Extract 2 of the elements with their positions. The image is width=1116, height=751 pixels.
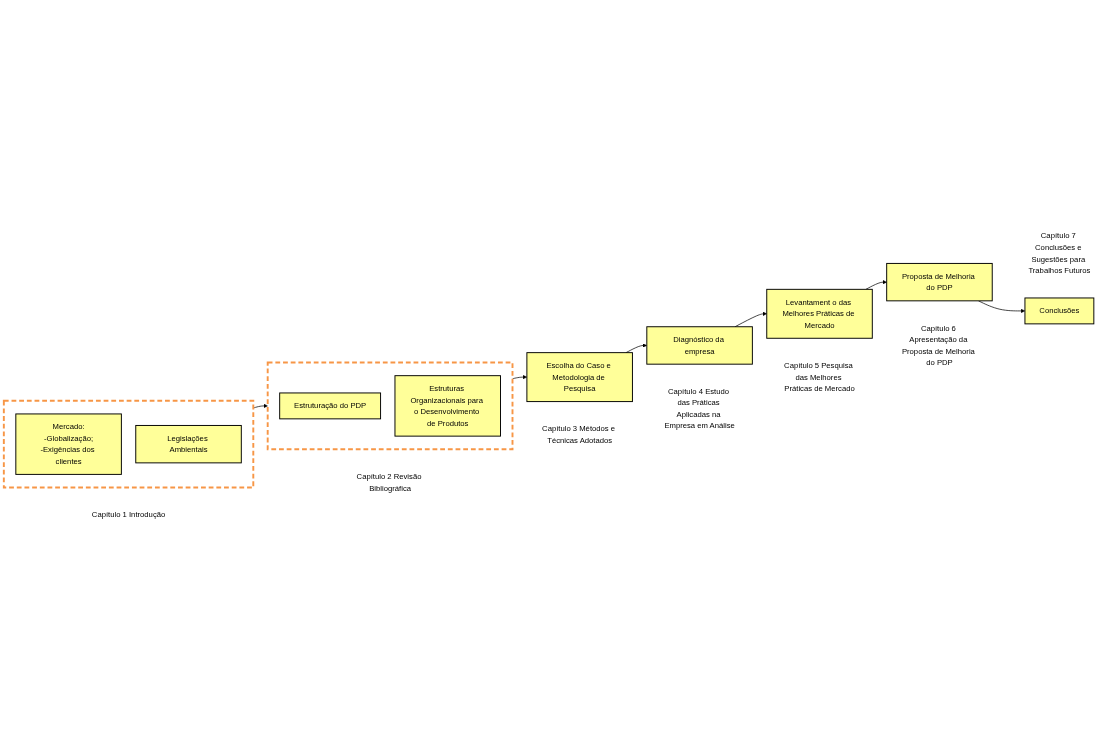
cluster [2, 399, 255, 489]
cluster [266, 361, 514, 451]
